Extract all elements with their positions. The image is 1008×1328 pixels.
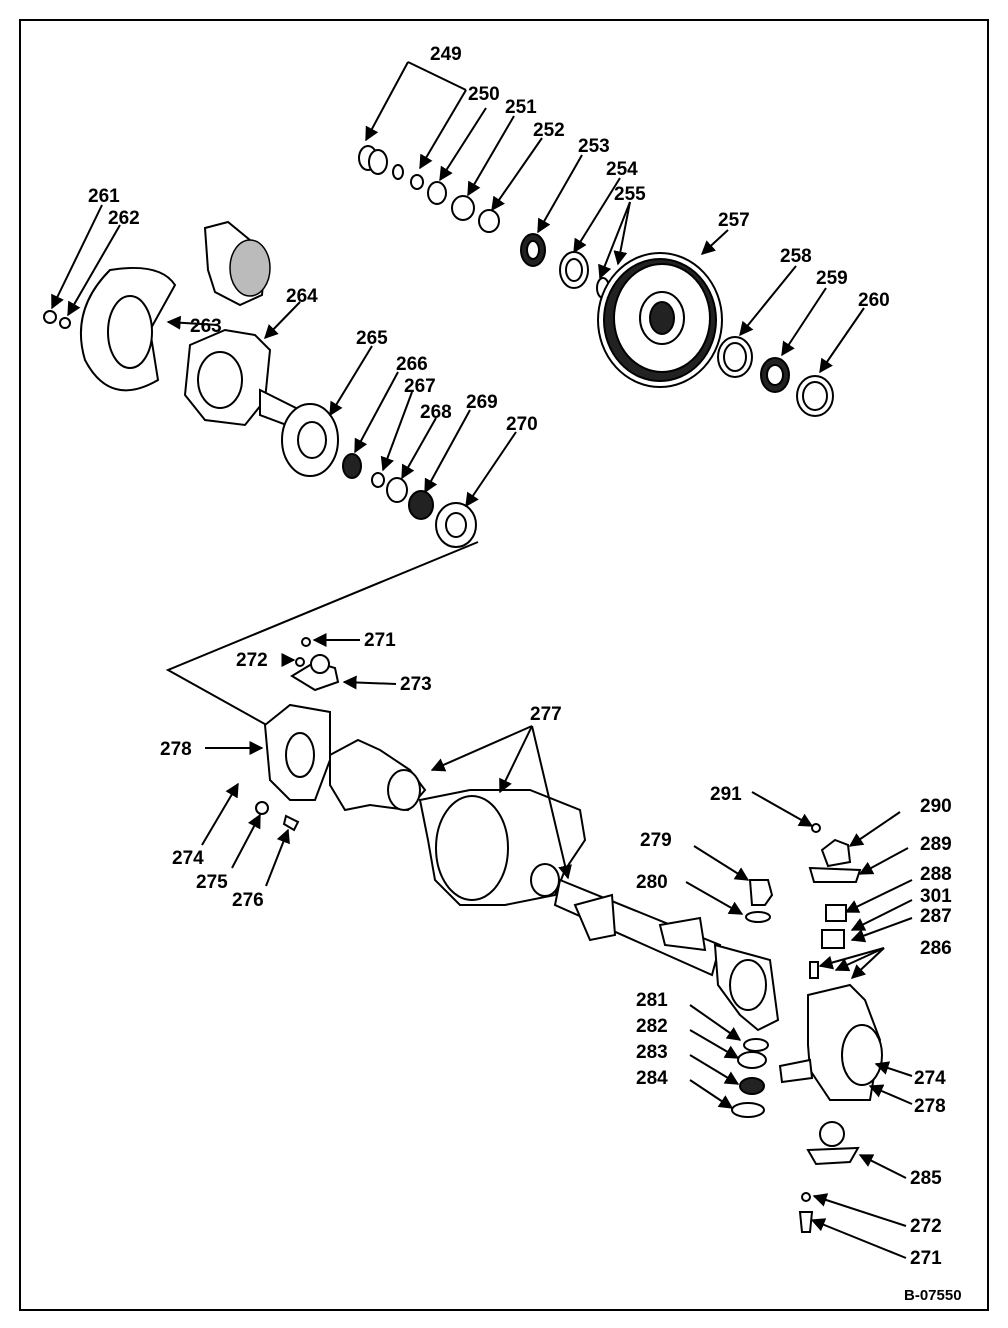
callout-labels: 249 250 251 252 253 254 255 257 258 259 …: [88, 44, 962, 1304]
callout-270: 270: [506, 414, 538, 435]
callout-268: 268: [420, 402, 452, 423]
callout-283: 283: [636, 1042, 668, 1063]
callout-272-upper: 272: [236, 650, 268, 671]
callout-285: 285: [910, 1168, 942, 1189]
callout-250: 250: [468, 84, 500, 105]
callout-275: 275: [196, 872, 228, 893]
callout-287: 287: [920, 906, 952, 927]
callout-263: 263: [190, 316, 222, 337]
callout-288: 288: [920, 864, 952, 885]
callout-301: 301: [920, 886, 952, 907]
callout-286: 286: [920, 938, 952, 959]
callout-254: 254: [606, 159, 638, 180]
callout-252: 252: [533, 120, 565, 141]
callout-278-right: 278: [914, 1096, 946, 1117]
figure-reference-code: B-07550: [904, 1287, 962, 1304]
callout-264: 264: [286, 286, 318, 307]
callout-280: 280: [636, 872, 668, 893]
callout-278-left: 278: [160, 739, 192, 760]
brake-knuckle-parts: [43, 220, 477, 548]
callout-284: 284: [636, 1068, 668, 1089]
callout-291: 291: [710, 784, 742, 805]
callout-257: 257: [718, 210, 750, 231]
callout-282: 282: [636, 1016, 668, 1037]
diagram-border: [19, 19, 989, 1311]
callout-267: 267: [404, 376, 436, 397]
callout-259: 259: [816, 268, 848, 289]
callout-277: 277: [530, 704, 562, 725]
callout-249: 249: [430, 44, 462, 65]
callout-261: 261: [88, 186, 120, 207]
callout-274-left: 274: [172, 848, 204, 869]
callout-255: 255: [614, 184, 646, 205]
callout-258: 258: [780, 246, 812, 267]
hub-bearing-parts: [358, 145, 834, 417]
callout-251: 251: [505, 97, 537, 118]
callout-272-lower: 272: [910, 1216, 942, 1237]
assembly-link-line: [165, 541, 479, 729]
callout-271-upper: 271: [364, 630, 396, 651]
callout-281: 281: [636, 990, 668, 1011]
callout-276: 276: [232, 890, 264, 911]
callout-265: 265: [356, 328, 388, 349]
callout-289: 289: [920, 834, 952, 855]
callout-274-right: 274: [914, 1068, 946, 1089]
callout-269: 269: [466, 392, 498, 413]
callout-262: 262: [108, 208, 140, 229]
callout-253: 253: [578, 136, 610, 157]
axle-housing-parts: [255, 637, 883, 1233]
callout-271-lower: 271: [910, 1248, 942, 1269]
callout-279: 279: [640, 830, 672, 851]
leader-lines: [51, 61, 913, 1259]
callout-273: 273: [400, 674, 432, 695]
callout-290: 290: [920, 796, 952, 817]
callout-260: 260: [858, 290, 890, 311]
callout-266: 266: [396, 354, 428, 375]
